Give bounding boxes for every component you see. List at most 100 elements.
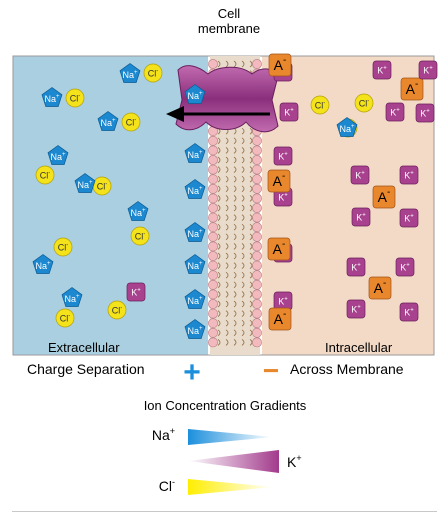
lipid-head — [252, 164, 262, 175]
sodium-ion-shape — [184, 254, 206, 274]
anion-protein-shape — [267, 169, 291, 193]
potassium-ion-shape — [126, 282, 146, 302]
lipid-head — [252, 59, 262, 69]
ion-symbol: Cl- — [97, 182, 108, 192]
k-gradient-wedge — [188, 450, 279, 473]
sodium-ion: Na+ — [184, 84, 206, 104]
ion-symbol: Na+ — [187, 150, 203, 160]
lipid-head — [208, 241, 218, 252]
bottom-divider — [12, 511, 437, 512]
ion-symbol: Cl- — [359, 99, 370, 109]
ion-symbol: K+ — [404, 171, 414, 181]
ion-symbol: Na+ — [130, 208, 146, 218]
ion-symbol: K+ — [278, 297, 288, 307]
sodium-ion-shape — [61, 287, 83, 307]
lipid-head — [208, 203, 218, 213]
anion-protein-shape — [268, 307, 292, 331]
potassium-ion: K+ — [126, 282, 146, 302]
anion-protein: A- — [372, 185, 396, 209]
lipid-head — [252, 299, 262, 309]
anion-protein: A- — [268, 53, 292, 77]
lipid-head — [252, 270, 262, 281]
ion-symbol: Na+ — [122, 70, 138, 80]
lipid-tail — [217, 127, 253, 135]
lipid-head — [208, 193, 218, 204]
potassium-ion-shape — [399, 165, 419, 185]
ion-symbol: K+ — [284, 108, 294, 118]
anion-symbol: A- — [274, 309, 287, 327]
sodium-ion-shape — [41, 87, 63, 107]
ion-symbol: K+ — [423, 66, 433, 76]
lipid-tail — [217, 329, 253, 337]
cell-membrane-label-line1: Cell — [218, 6, 241, 21]
lipid-head — [252, 241, 262, 252]
potassium-ion: K+ — [399, 165, 419, 185]
potassium-ion: K+ — [279, 102, 299, 122]
lipid-head — [252, 203, 262, 213]
sodium-ion-shape — [184, 84, 206, 104]
potassium-ion-shape — [279, 102, 299, 122]
chloride-ion: Cl- — [92, 176, 112, 196]
lipid-head — [208, 289, 218, 300]
ion-symbol: Na+ — [187, 296, 203, 306]
potassium-ion: K+ — [418, 60, 438, 80]
potassium-ion: K+ — [273, 291, 293, 311]
sodium-ion-shape — [97, 111, 119, 131]
lipid-tail — [217, 252, 253, 260]
sodium-ion: Na+ — [47, 145, 69, 165]
chloride-ion: Cl- — [143, 63, 163, 83]
ion-symbol: K+ — [131, 288, 141, 298]
lipid-tail — [217, 262, 253, 269]
lipid-head — [252, 337, 262, 348]
anion-symbol: A- — [406, 79, 419, 97]
sodium-ion-shape — [336, 117, 358, 137]
lipid-head — [252, 135, 262, 146]
sodium-ion-shape — [184, 143, 206, 163]
potassium-ion-shape — [395, 257, 415, 277]
ion-symbol: Na+ — [187, 186, 203, 196]
across-membrane-label: Across Membrane — [290, 361, 404, 377]
lipid-head — [252, 289, 262, 300]
potassium-ion-shape — [350, 165, 370, 185]
anion-protein-shape — [368, 276, 392, 300]
ion-symbol: Na+ — [187, 261, 203, 271]
potassium-ion: K+ — [395, 257, 415, 277]
lipid-head — [208, 318, 218, 329]
potassium-ion: K+ — [346, 257, 366, 277]
chloride-ion-shape — [143, 63, 163, 83]
ion-symbol: Na+ — [64, 294, 80, 304]
lipid-head — [208, 327, 218, 338]
ion-symbol: K+ — [278, 193, 288, 203]
lipid-head — [208, 337, 218, 348]
chloride-ion-shape — [55, 308, 75, 328]
ion-symbol: K+ — [351, 263, 361, 273]
ion-symbol: Cl- — [58, 243, 69, 253]
ion-symbol: Cl- — [70, 94, 81, 104]
ion-symbol: Na+ — [100, 118, 116, 128]
lipid-head — [252, 183, 262, 194]
potassium-ion: K+ — [351, 207, 371, 227]
anion-symbol: A- — [274, 55, 287, 73]
ion-channel — [166, 65, 279, 133]
lipid-tail — [217, 195, 253, 202]
lipid-head — [208, 155, 218, 165]
ion-symbol: K+ — [404, 308, 414, 318]
sodium-ion: Na+ — [97, 111, 119, 131]
lipid-tail — [217, 185, 253, 193]
anion-symbol: A- — [273, 239, 286, 257]
anion-symbol: A- — [273, 171, 286, 189]
potassium-ion-shape — [418, 60, 438, 80]
sodium-ion: Na+ — [127, 201, 149, 221]
ion-symbol: Na+ — [187, 326, 203, 336]
anion-protein-shape — [372, 185, 396, 209]
sodium-ion-shape — [47, 145, 69, 165]
chloride-ion: Cl- — [53, 237, 73, 257]
lipid-tail — [217, 147, 253, 154]
lipid-head — [208, 308, 218, 319]
ion-symbol: Na+ — [50, 152, 66, 162]
anion-protein: A- — [400, 77, 424, 101]
chloride-ion-shape — [354, 93, 374, 113]
cl-gradient-wedge — [188, 479, 273, 495]
ion-symbol: K+ — [390, 108, 400, 118]
